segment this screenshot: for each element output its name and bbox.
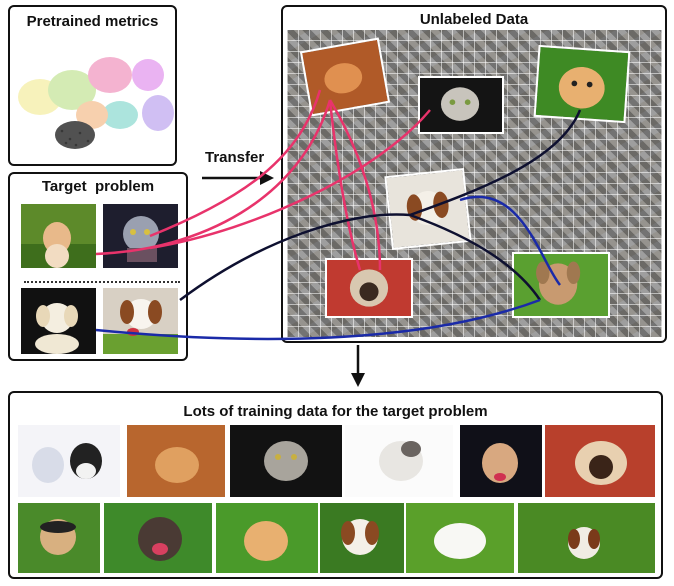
transfer-label: Transfer [205,149,265,166]
unlabeled-data-title: Unlabeled Data [419,11,529,28]
arrow-down-icon [351,345,365,387]
unlabeled-dog-photo-2 [384,168,472,250]
training-dog-photo-3 [216,503,318,573]
unlabeled-dog-photo-1 [533,44,631,124]
arrow-right-icon [202,171,274,185]
training-cat-photo-4 [345,425,453,497]
training-cat-photo-3 [230,425,342,497]
target-dog-photo-2 [103,288,178,354]
training-cat-photo-1 [18,425,120,497]
target-dog-photo-1 [21,288,96,354]
unlabeled-dog-photo-3 [512,252,610,318]
training-cat-photo-5 [460,425,542,497]
training-cat-photo-2 [127,425,225,497]
training-dog-photo-4 [320,503,404,573]
training-dog-photo-5 [406,503,514,573]
pretrained-metrics-panel: Pretrained metrics [8,5,177,166]
embedding-scatter [18,57,174,149]
unlabeled-cat-photo-3 [325,258,413,318]
training-dog-photo-2 [104,503,212,573]
pretrained-metrics-title: Pretrained metrics [26,13,159,30]
target-problem-title: Target problem [41,178,155,195]
target-cat-photo-2 [103,204,178,268]
training-cat-photo-6 [545,425,655,497]
training-data-title: Lots of training data for the target pro… [183,403,488,420]
training-dog-photo-6 [518,503,655,573]
unlabeled-cat-photo-2 [418,76,504,134]
training-dog-photo-1 [18,503,100,573]
unlabeled-cat-photo-1 [299,37,391,117]
target-divider [24,281,180,283]
target-cat-photo-1 [21,204,96,268]
